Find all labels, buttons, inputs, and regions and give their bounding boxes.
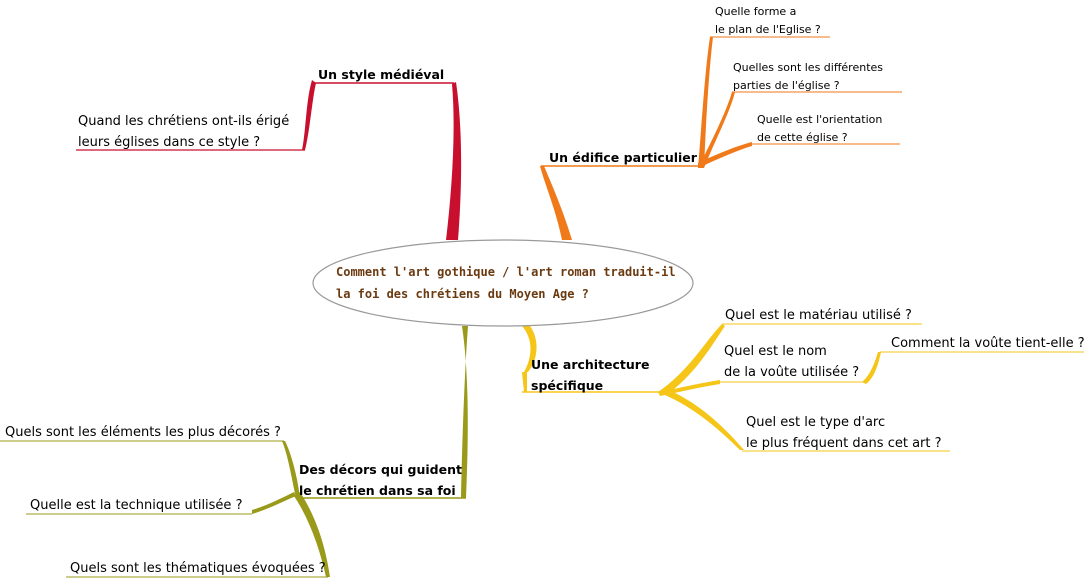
style-question-1[interactable]: Quand les chrétiens ont-ils érigé leurs … xyxy=(78,111,289,153)
decors-question-2[interactable]: Quelle est la technique utilisée ? xyxy=(30,498,243,513)
edifice-question-2-line2: parties de l'église ? xyxy=(733,79,840,92)
branch-architecture-connectors xyxy=(522,323,1084,452)
architecture-question-2-line1: Quel est le nom xyxy=(724,344,827,359)
architecture-question-3-line1: Quel est le type d'arc xyxy=(746,415,886,430)
edifice-question-1[interactable]: Quelle forme a le plan de l'Eglise ? xyxy=(715,3,821,39)
branch-architecture-label[interactable]: Une architecture spécifique xyxy=(531,354,649,396)
branch-style-label[interactable]: Un style médiéval xyxy=(318,67,445,82)
decors-question-1[interactable]: Quels sont les éléments les plus décorés… xyxy=(5,425,281,440)
architecture-question-2[interactable]: Quel est le nom de la voûte utilisée ? xyxy=(724,341,859,383)
central-topic-line1: Comment l'art gothique / l'art roman tra… xyxy=(336,265,676,279)
central-topic-ellipse xyxy=(312,239,694,327)
branch-edifice-connectors xyxy=(540,36,902,240)
edifice-question-3-line2: de cette église ? xyxy=(757,131,848,144)
decors-question-3[interactable]: Quels sont les thématiques évoquées ? xyxy=(70,561,326,576)
branch-decors-line2: le chrétien dans sa foi xyxy=(299,483,456,498)
branch-architecture-line2: spécifique xyxy=(531,378,604,393)
branch-architecture-line1: Une architecture xyxy=(531,357,650,372)
edifice-question-2[interactable]: Quelles sont les différentes parties de … xyxy=(733,59,883,95)
edifice-question-3-line1: Quelle est l'orientation xyxy=(757,113,883,126)
central-topic[interactable]: Comment l'art gothique / l'art roman tra… xyxy=(336,261,676,305)
edifice-question-1-line2: le plan de l'Eglise ? xyxy=(715,23,821,36)
branch-decors-label[interactable]: Des décors qui guident le chrétien dans … xyxy=(299,459,462,501)
architecture-question-1[interactable]: Quel est le matériau utilisé ? xyxy=(725,308,912,323)
edifice-question-1-line1: Quelle forme a xyxy=(715,5,797,18)
central-topic-line2: la foi des chrétiens du Moyen Age ? xyxy=(336,287,589,301)
branch-decors-connectors xyxy=(0,326,468,578)
architecture-question-3-line2: le plus fréquent dans cet art ? xyxy=(746,436,942,451)
edifice-question-3[interactable]: Quelle est l'orientation de cette église… xyxy=(757,111,882,147)
branch-style-connectors xyxy=(76,80,462,240)
branch-edifice-label[interactable]: Un édifice particulier xyxy=(549,150,697,165)
architecture-question-3[interactable]: Quel est le type d'arc le plus fréquent … xyxy=(746,412,942,454)
architecture-subquestion[interactable]: Comment la voûte tient-elle ? xyxy=(891,336,1085,351)
architecture-question-2-line2: de la voûte utilisée ? xyxy=(724,365,860,380)
branch-decors-line1: Des décors qui guident xyxy=(299,462,462,477)
edifice-question-2-line1: Quelles sont les différentes xyxy=(733,61,884,74)
style-question-1-line1: Quand les chrétiens ont-ils érigé xyxy=(78,114,290,129)
style-question-1-line2: leurs églises dans ce style ? xyxy=(78,135,261,150)
